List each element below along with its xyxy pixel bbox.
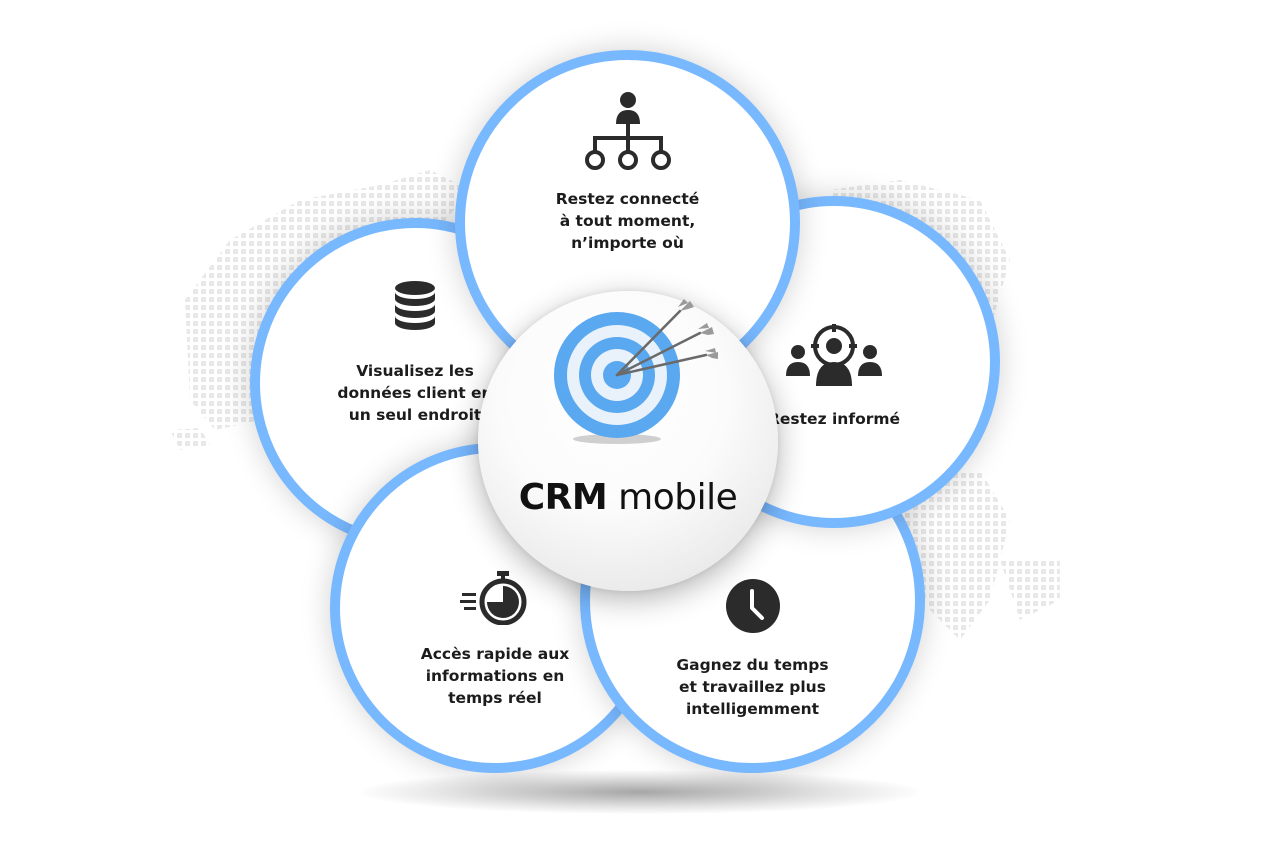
- center-title-rest: mobile: [618, 477, 738, 518]
- petal-bottom-right-label: Gagnez du temps et travaillez plus intel…: [676, 656, 829, 718]
- center-title: CRM mobile: [478, 477, 778, 518]
- stopwatch-icon: [460, 571, 527, 625]
- petal-left-label: Visualisez les données client en un seul…: [337, 362, 493, 424]
- center-circle: CRM mobile: [478, 291, 778, 591]
- petal-right-label: Restez informé: [767, 410, 901, 428]
- team-target-icon: [786, 324, 882, 386]
- petal-bottom-left-label: Accès rapide aux informations en temps r…: [420, 645, 570, 707]
- floor-shadow: [360, 770, 920, 814]
- petal-top-label: Restez connecté à tout moment, n’importe…: [555, 190, 700, 252]
- database-icon: [395, 281, 435, 330]
- org-chart-icon: [584, 92, 671, 170]
- clock-icon: [725, 579, 780, 633]
- center-title-bold: CRM: [518, 477, 608, 518]
- target-arrows-icon: [554, 299, 718, 444]
